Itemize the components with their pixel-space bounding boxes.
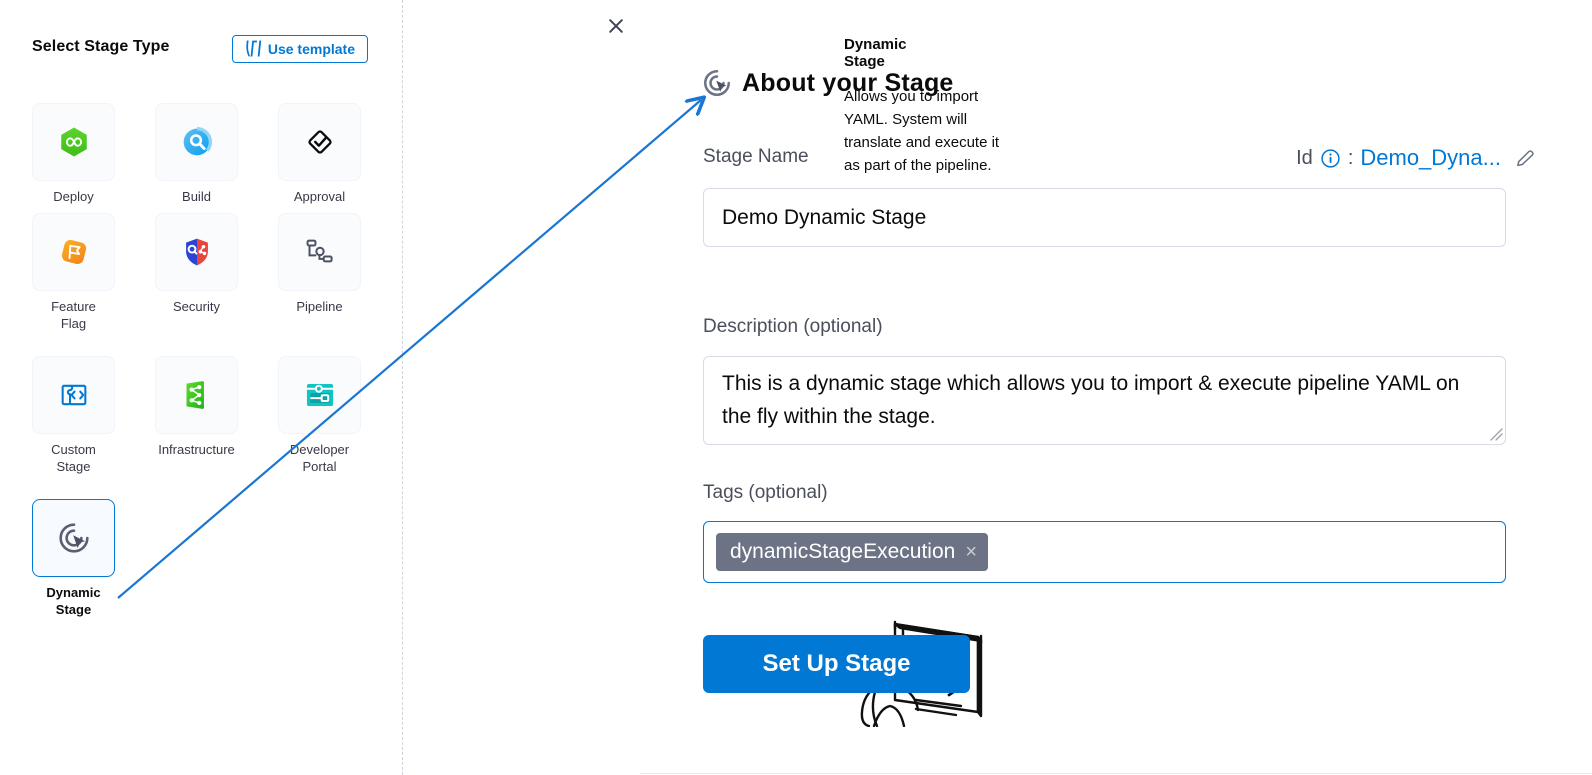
tags-label: Tags (optional) <box>703 482 828 503</box>
stage-id-row: Id : Demo_Dyna... <box>1296 145 1537 171</box>
stage-card-surface[interactable] <box>278 213 361 291</box>
stage-card-surface[interactable] <box>32 499 115 577</box>
id-label: Id <box>1296 146 1313 169</box>
stage-card-label: Approval <box>293 189 346 204</box>
stage-info-panel: Dynamic Stage Allows you to import YAML.… <box>403 0 999 775</box>
stage-card-surface[interactable] <box>155 356 238 434</box>
tag-remove-icon[interactable]: × <box>965 541 977 563</box>
info-circle-icon[interactable] <box>1320 148 1341 169</box>
stage-id-value[interactable]: Demo_Dyna... <box>1360 145 1501 170</box>
page-title: Select Stage Type <box>32 38 170 55</box>
custom-stage-icon <box>57 378 91 412</box>
pipeline-icon <box>303 235 337 269</box>
stage-name-input[interactable] <box>703 188 1506 247</box>
id-separator: : <box>1347 146 1354 169</box>
bottom-divider <box>640 773 1592 774</box>
stage-card-label: Security <box>173 299 220 314</box>
stage-type-card-deploy[interactable]: Deploy <box>32 103 115 205</box>
stage-card-label: Infrastructure <box>158 442 235 457</box>
stage-card-surface[interactable] <box>155 213 238 291</box>
pencil-edit-icon[interactable] <box>1514 147 1537 170</box>
stage-card-surface[interactable] <box>32 213 115 291</box>
use-template-label: Use template <box>267 41 355 57</box>
about-header: About your Stage <box>702 68 954 98</box>
infrastructure-icon <box>180 378 214 412</box>
stage-card-label: Deploy <box>53 189 94 204</box>
security-icon <box>180 235 214 269</box>
stage-name-label: Stage Name <box>703 146 809 167</box>
developer-portal-icon <box>303 378 337 412</box>
stage-card-surface[interactable] <box>32 103 115 181</box>
stage-type-card-security[interactable]: Security <box>155 213 238 332</box>
tag-label: dynamicStageExecution <box>730 540 956 563</box>
deploy-icon <box>57 125 91 159</box>
stage-card-surface[interactable] <box>278 103 361 181</box>
build-icon <box>180 125 214 159</box>
stage-info-title: Dynamic Stage <box>844 36 907 70</box>
stage-card-label: Pipeline <box>296 299 343 314</box>
stage-info-description: Allows you to import YAML. System will t… <box>844 88 1000 174</box>
description-label: Description (optional) <box>703 316 883 337</box>
about-heading: About your Stage <box>742 68 954 97</box>
close-icon[interactable] <box>604 14 628 38</box>
dynamic-stage-icon <box>704 70 730 96</box>
template-icon: ⎝⎡⎮ <box>244 41 263 56</box>
description-textarea[interactable]: This is a dynamic stage which allows you… <box>703 356 1506 445</box>
dynamic-stage-icon <box>57 521 91 555</box>
use-template-button[interactable]: ⎝⎡⎮ Use template <box>232 35 368 63</box>
set-up-stage-button[interactable]: Set Up Stage <box>703 635 970 693</box>
stage-type-card-infrastructure[interactable]: Infrastructure <box>155 356 238 475</box>
stage-type-card-approval[interactable]: Approval <box>278 103 361 205</box>
left-panel-header: Select Stage Type ⎝⎡⎮ Use template <box>32 35 370 65</box>
stage-type-card-pipeline[interactable]: Pipeline <box>278 213 361 332</box>
tags-input[interactable]: dynamicStageExecution × <box>703 521 1506 583</box>
stage-card-surface[interactable] <box>32 356 115 434</box>
feature-flag-icon <box>57 235 91 269</box>
stage-type-card-build[interactable]: Build <box>155 103 238 205</box>
about-your-stage-form: About your Stage Stage Name Id : Demo_Dy… <box>640 0 1592 775</box>
stage-card-label: Build <box>182 189 211 204</box>
tag-chip[interactable]: dynamicStageExecution × <box>716 533 988 571</box>
stage-card-surface[interactable] <box>155 103 238 181</box>
stage-card-surface[interactable] <box>278 356 361 434</box>
approval-icon <box>303 125 337 159</box>
select-stage-type-panel: Select Stage Type ⎝⎡⎮ Use template Deplo… <box>0 0 402 775</box>
